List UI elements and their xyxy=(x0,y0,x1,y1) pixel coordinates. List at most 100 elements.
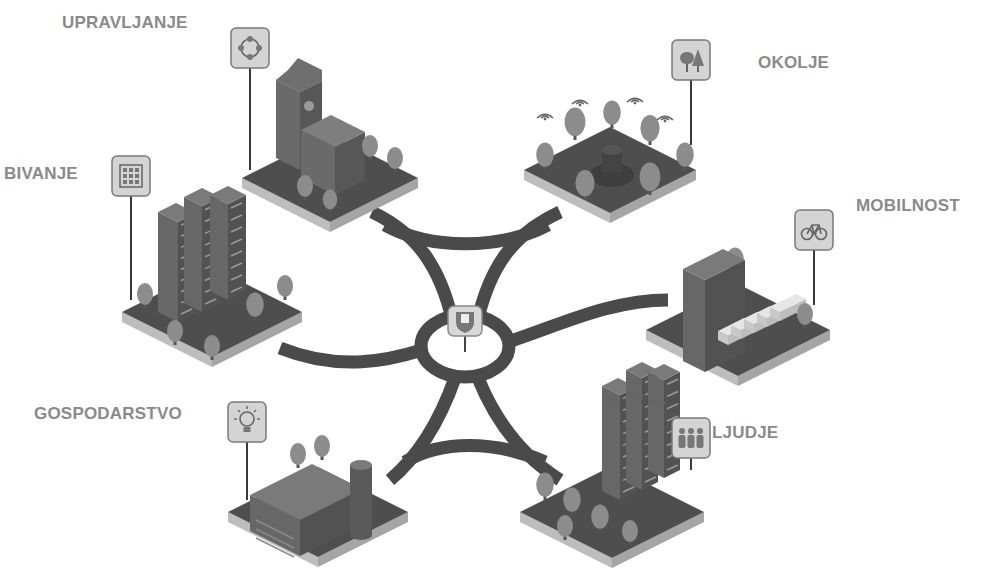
sign-icon xyxy=(246,406,247,409)
tower-block xyxy=(648,364,680,380)
road xyxy=(280,348,422,362)
sign-board xyxy=(231,28,269,68)
sign-board xyxy=(795,210,833,250)
sign-icon xyxy=(238,410,240,412)
wifi-signal xyxy=(634,102,637,105)
tile xyxy=(524,127,696,213)
tree-crown xyxy=(204,335,220,357)
window-row xyxy=(256,538,294,557)
buildings-and-trees xyxy=(137,58,813,557)
signs xyxy=(112,28,833,500)
wifi-signal xyxy=(627,392,643,396)
road xyxy=(508,300,668,342)
sign-icon xyxy=(123,168,127,172)
window-row xyxy=(667,392,678,397)
apartment-block xyxy=(184,197,202,312)
tower xyxy=(276,80,300,170)
window-row xyxy=(231,287,242,292)
window-row xyxy=(256,520,294,539)
window-row xyxy=(645,477,656,482)
sign-icon xyxy=(129,174,133,178)
tower-block xyxy=(648,372,664,478)
sign-icon xyxy=(257,418,260,419)
sign-icon xyxy=(123,174,127,178)
tree-crown xyxy=(536,473,554,497)
hall xyxy=(301,115,365,147)
tower-block xyxy=(602,386,620,500)
sign-icon xyxy=(679,435,686,448)
sign-icon xyxy=(679,428,685,434)
road xyxy=(478,378,560,480)
sign-icon xyxy=(697,66,699,72)
factory xyxy=(250,464,362,520)
tree-crown xyxy=(246,293,264,317)
chimney xyxy=(350,465,372,535)
tree-crown xyxy=(297,175,313,197)
sign-icon xyxy=(234,418,237,419)
sign-pole xyxy=(130,194,132,300)
category-label: UPRAVLJANJE xyxy=(62,14,188,31)
tree-crown xyxy=(387,147,403,169)
tree-crown xyxy=(640,115,659,141)
window-row xyxy=(623,487,634,492)
sign-icon xyxy=(697,435,704,448)
tree-crown xyxy=(563,488,581,512)
tree-crown xyxy=(314,435,330,457)
sign-pole xyxy=(249,66,251,170)
sign-icon xyxy=(697,428,703,434)
wifi-signal xyxy=(657,404,660,407)
sign-icon xyxy=(256,45,262,51)
city-crest xyxy=(448,306,482,352)
category-label: MOBILNOST xyxy=(856,197,960,214)
tiles xyxy=(122,127,830,568)
category-label: LJUDJE xyxy=(712,424,778,441)
sign-pole xyxy=(690,78,692,145)
wifi-signal xyxy=(627,98,643,102)
tree-crown xyxy=(557,515,573,537)
window-row xyxy=(205,299,216,304)
apartment-block xyxy=(228,195,246,300)
tree-crown xyxy=(797,303,813,325)
sign-icon xyxy=(247,36,253,42)
road xyxy=(405,446,545,463)
sign-icon xyxy=(123,180,127,184)
sign-pole xyxy=(813,248,815,305)
window-row xyxy=(181,309,192,314)
window-row xyxy=(231,239,242,244)
road xyxy=(385,225,548,244)
sign-icon xyxy=(135,174,139,178)
fountain xyxy=(602,145,622,155)
tree-crown xyxy=(536,143,554,167)
chimney xyxy=(350,460,372,470)
sign-icon xyxy=(254,410,256,412)
category-label: BIVANJE xyxy=(4,165,78,182)
tree-crown xyxy=(676,143,694,167)
sign-board xyxy=(112,156,150,196)
tower-roof xyxy=(276,58,322,92)
sign-icon xyxy=(135,168,139,172)
wifi-signal xyxy=(579,104,582,107)
category-label: OKOLJE xyxy=(758,54,829,71)
wifi-signal xyxy=(604,398,620,402)
tree-crown xyxy=(622,520,638,542)
wifi-signal xyxy=(544,118,547,121)
sign-board xyxy=(672,418,710,458)
sign-icon xyxy=(688,435,695,448)
depot-building xyxy=(683,269,705,372)
category-label: GOSPODARSTVO xyxy=(34,405,182,422)
chimney xyxy=(350,530,372,540)
depot-building xyxy=(683,249,745,280)
sign-icon xyxy=(129,180,133,184)
tree-crown xyxy=(277,275,293,297)
sign-icon xyxy=(129,168,133,172)
apartment-block xyxy=(210,186,246,204)
sign-icon xyxy=(238,45,244,51)
road xyxy=(390,378,455,480)
window-row xyxy=(256,529,294,548)
tree-crown xyxy=(565,108,586,137)
tree-crown xyxy=(603,101,621,125)
sign-icon xyxy=(247,54,253,60)
sign-icon xyxy=(807,225,821,234)
tree-crown xyxy=(575,170,594,196)
sign-icon xyxy=(680,52,694,64)
